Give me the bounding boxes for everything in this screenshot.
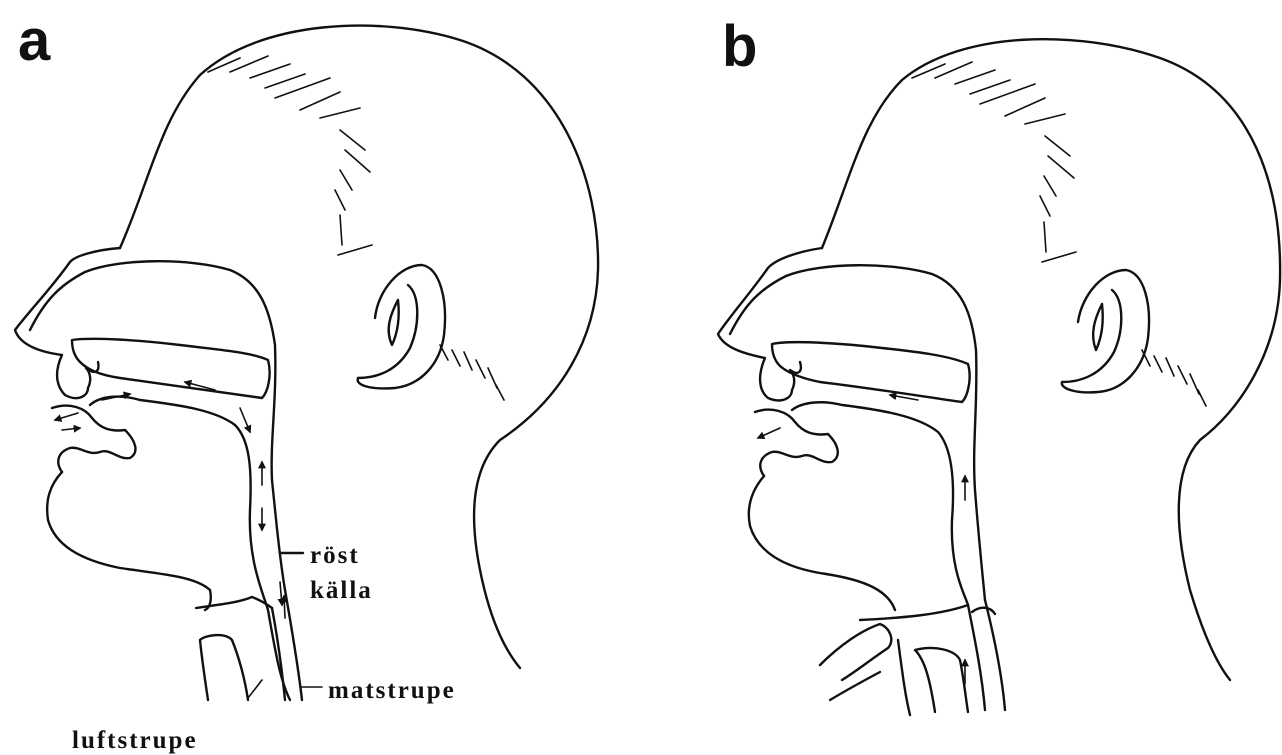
panel-b-hair-strokes (912, 62, 1206, 406)
panel-b-neck-tube-upper (860, 605, 968, 620)
panel-a-ear-inner (389, 300, 399, 345)
panel-b-esophagus-inner (972, 608, 995, 614)
panel-a-arrow-down-2 (280, 582, 282, 605)
panel-b-ear-inner (1093, 304, 1103, 350)
panel-b-lips (755, 410, 838, 476)
panel-a-arrow-into-mouth (62, 428, 80, 430)
trachea-label: luftstrupe (72, 728, 198, 753)
panel-a-hard-palate (72, 339, 270, 398)
panel-a-chin (47, 472, 211, 610)
panel-b-hard-palate (772, 342, 970, 402)
panel-b-head-outline (822, 39, 1280, 680)
panel-a-ear (358, 265, 445, 388)
panel-b-chin (749, 476, 895, 610)
voice-source-label-line1: röst (310, 543, 360, 568)
panel-a-arrow-out-mouth (55, 413, 78, 420)
panel-b-tongue (792, 402, 968, 605)
panel-b-neck-stub (830, 672, 880, 700)
panel-a-trachea (200, 635, 248, 700)
panel-a-hair-strokes (208, 56, 504, 400)
panel-a-trachea-pointer (248, 680, 262, 698)
panel-a-tongue (90, 397, 290, 700)
panel-b-ear (1062, 270, 1149, 392)
panel-b-trachea (915, 648, 968, 712)
panel-a-arrow-pharynx-down (240, 408, 250, 432)
panel-b-esophagus-right (985, 600, 1005, 710)
panel-b-head (718, 39, 1280, 715)
panel-b-esophagus-left (968, 605, 985, 710)
panel-a-lips (52, 406, 135, 472)
panel-b-arrow-out-mouth (758, 428, 780, 438)
panel-a-esophagus-right (285, 590, 302, 700)
panel-a-larynx-floor (196, 597, 272, 608)
voice-source-label-line2: källa (310, 578, 373, 603)
panel-a-esophagus-left (272, 608, 285, 700)
panel-a-arrow-up-2 (284, 596, 285, 618)
panel-a-head (15, 26, 598, 700)
panel-b-trachea-left-wall (898, 640, 910, 715)
esophagus-label: matstrupe (328, 678, 456, 703)
